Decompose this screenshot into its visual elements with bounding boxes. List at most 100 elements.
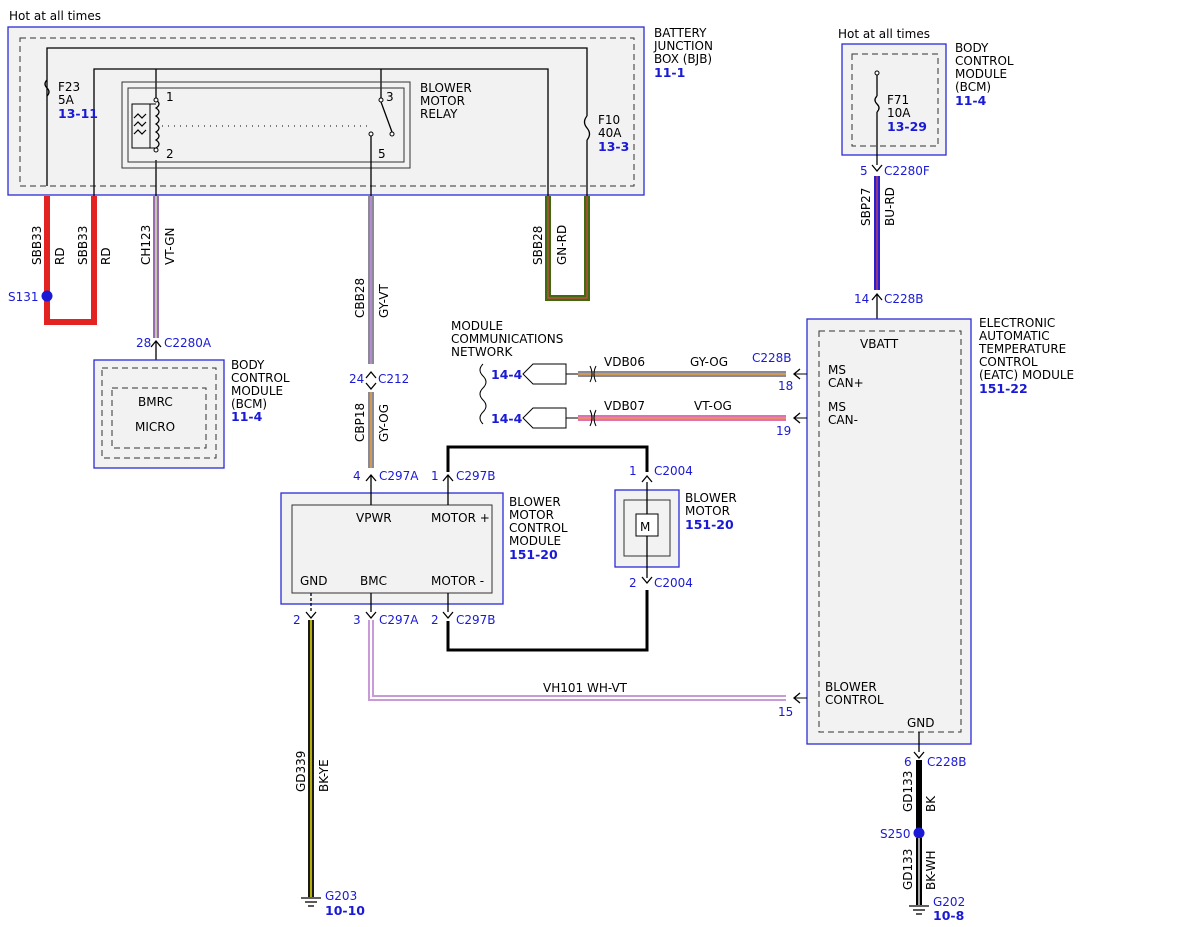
- wire-sbb33[interactable]: SBB33 RD SBB33 RD: [30, 196, 113, 325]
- bcm-top-line2: CONTROL: [955, 54, 1014, 68]
- connector-c212-label: C212: [378, 372, 409, 386]
- ground-g202-label: G202: [933, 895, 965, 909]
- network-ref-b[interactable]: 14-4: [491, 411, 523, 426]
- wire-sbb33-a-id: SBB33: [30, 226, 44, 265]
- fuse-f10-name: F10: [598, 113, 620, 127]
- connector-c212-pin: 24: [349, 372, 364, 386]
- fuse-f23-icon: [44, 79, 50, 97]
- splice-s250[interactable]: S250: [880, 827, 925, 841]
- wire-gd339-id: GD339: [294, 751, 308, 792]
- relay-pin5: 5: [378, 147, 386, 161]
- bmcm-ref[interactable]: 151-20: [509, 547, 558, 562]
- wire-gd133-a[interactable]: GD133 BK: [901, 760, 938, 832]
- bcm-left-line4: (BCM): [231, 397, 267, 411]
- wire-sbb33-b-color: RD: [99, 247, 113, 265]
- splice-s131[interactable]: S131: [8, 290, 53, 304]
- fuse-f10-rating: 40A: [598, 126, 622, 140]
- connector-c2280a[interactable]: 28 C2280A: [136, 336, 212, 388]
- bcm-left-ref[interactable]: 11-4: [231, 409, 263, 424]
- ground-g203[interactable]: G203 10-10: [301, 889, 365, 918]
- bcm-left-bmrc: BMRC: [138, 395, 173, 409]
- motor-ref[interactable]: 151-20: [685, 517, 734, 532]
- network-arrow-b-icon: [522, 407, 567, 429]
- wire-vh101[interactable]: VH101 WH-VT 15: [368, 620, 807, 719]
- wire-vh101-label: VH101 WH-VT: [543, 681, 628, 695]
- relay-coil-icon: [131, 103, 151, 149]
- wire-motor-loop[interactable]: [446, 445, 649, 652]
- connector-c297a-top[interactable]: 4 C297A: [353, 469, 419, 505]
- connector-c228b-top-label: C228B: [884, 292, 924, 306]
- motor-line2: MOTOR: [685, 504, 730, 518]
- fuse-f23-ref[interactable]: 13-11: [58, 106, 98, 121]
- blower-motor-control-module: VPWR MOTOR + GND BMC MOTOR - BLOWER MOTO…: [280, 492, 568, 605]
- module-communications-network: MODULE COMMUNICATIONS NETWORK 14-4 14-4: [451, 319, 578, 429]
- bcm-top-ref[interactable]: 11-4: [955, 93, 987, 108]
- network-arrow-a-icon: [522, 363, 567, 385]
- connector-c228b-gnd-pin: 6: [904, 755, 912, 769]
- relay-label-line3: RELAY: [420, 107, 458, 121]
- fuse-f71-rating: 10A: [887, 106, 911, 120]
- fuse-f71-ref[interactable]: 13-29: [887, 119, 927, 134]
- connector-c2280a-pin: 28: [136, 336, 151, 350]
- ground-g202[interactable]: G202 10-8: [909, 895, 965, 923]
- connector-c297a-top-pin: 4: [353, 469, 361, 483]
- ground-g203-ref[interactable]: 10-10: [325, 903, 365, 918]
- fuse-f71-icon: [874, 95, 880, 113]
- network-ref-a[interactable]: 14-4: [491, 367, 523, 382]
- connector-c212[interactable]: 24 C212: [349, 370, 409, 391]
- wire-cbp18[interactable]: CBP18 GY-OG: [353, 392, 391, 468]
- connector-c228b-gnd[interactable]: 6 C228B: [904, 732, 967, 769]
- ground-g202-ref[interactable]: 10-8: [933, 908, 964, 923]
- bmcm-line2: MOTOR: [509, 508, 554, 522]
- wire-gd133-b[interactable]: GD133 BK-WH: [901, 838, 938, 905]
- eatc-line3: TEMPERATURE: [978, 342, 1066, 356]
- blower-motor: M BLOWER MOTOR 151-20: [614, 482, 737, 578]
- wire-sbp27[interactable]: SBP27 BU-RD: [859, 176, 897, 290]
- connector-c297a-bottom[interactable]: 3 C297A: [353, 593, 419, 627]
- bcm-left-micro: MICRO: [135, 420, 175, 434]
- network-line2: COMMUNICATIONS: [451, 332, 563, 346]
- bjb-label-line1: BATTERY: [654, 26, 707, 40]
- connector-c297b-bottom-pin: 2: [431, 613, 439, 627]
- bmcm-motor-plus: MOTOR +: [431, 511, 490, 525]
- connector-c2004-top[interactable]: 1 C2004: [629, 464, 693, 483]
- wire-ch123[interactable]: CH123 VT-GN: [139, 196, 177, 338]
- wire-vdb07[interactable]: VDB07 VT-OG: [578, 399, 807, 427]
- can-lo-pin: 19: [776, 424, 791, 438]
- wire-gd133-a-color: BK: [924, 795, 938, 812]
- network-line3: NETWORK: [451, 345, 514, 359]
- connector-c2004-bottom[interactable]: 2 C2004: [629, 576, 693, 590]
- fuse-f23-rating: 5A: [58, 93, 75, 107]
- fuse-f10-ref[interactable]: 13-3: [598, 139, 629, 154]
- wire-cbp18-color: GY-OG: [377, 404, 391, 442]
- eatc-gnd: GND: [907, 716, 935, 730]
- connector-c2280f[interactable]: 5 C2280F: [860, 164, 930, 178]
- eatc-ms-1: MS: [828, 363, 846, 377]
- connector-gnd-bmcm[interactable]: 2: [293, 593, 317, 627]
- fuse-f23-name: F23: [58, 80, 80, 94]
- connector-c297b-top-label: C297B: [456, 469, 496, 483]
- bmcm-motor-minus: MOTOR -: [431, 574, 484, 588]
- connector-c228b-gnd-label: C228B: [927, 755, 967, 769]
- eatc-ref[interactable]: 151-22: [979, 381, 1028, 396]
- motor-line1: BLOWER: [685, 491, 737, 505]
- connector-c297a-bottom-label: C297A: [379, 613, 419, 627]
- wire-sbp27-color: BU-RD: [883, 187, 897, 226]
- wire-vdb06-id: VDB06: [604, 355, 645, 369]
- wire-cbb28[interactable]: CBB28 GY-VT: [353, 196, 391, 364]
- connector-c297b-bottom-label: C297B: [456, 613, 496, 627]
- connector-c297b-bottom[interactable]: 2 C297B: [431, 593, 496, 627]
- wire-sbp27-id: SBP27: [859, 188, 873, 226]
- wire-sbb28-id: SBB28: [531, 226, 545, 265]
- eatc-blower-1: BLOWER: [825, 680, 877, 694]
- bjb-ref[interactable]: 11-1: [654, 65, 685, 80]
- connector-c297b-top[interactable]: 1 C297B: [431, 469, 496, 505]
- eatc-ms-2: MS: [828, 400, 846, 414]
- bcm-left-line2: CONTROL: [231, 371, 290, 385]
- eatc-module: VBATT MS CAN+ MS CAN- BLOWER CONTROL GND…: [806, 316, 1074, 745]
- eatc-line1: ELECTRONIC: [979, 316, 1055, 330]
- wire-vdb06[interactable]: VDB06 GY-OG: [578, 355, 807, 383]
- wire-sbb28[interactable]: SBB28 GN-RD: [531, 196, 590, 301]
- wire-gd339[interactable]: GD339 BK-YE: [294, 620, 331, 897]
